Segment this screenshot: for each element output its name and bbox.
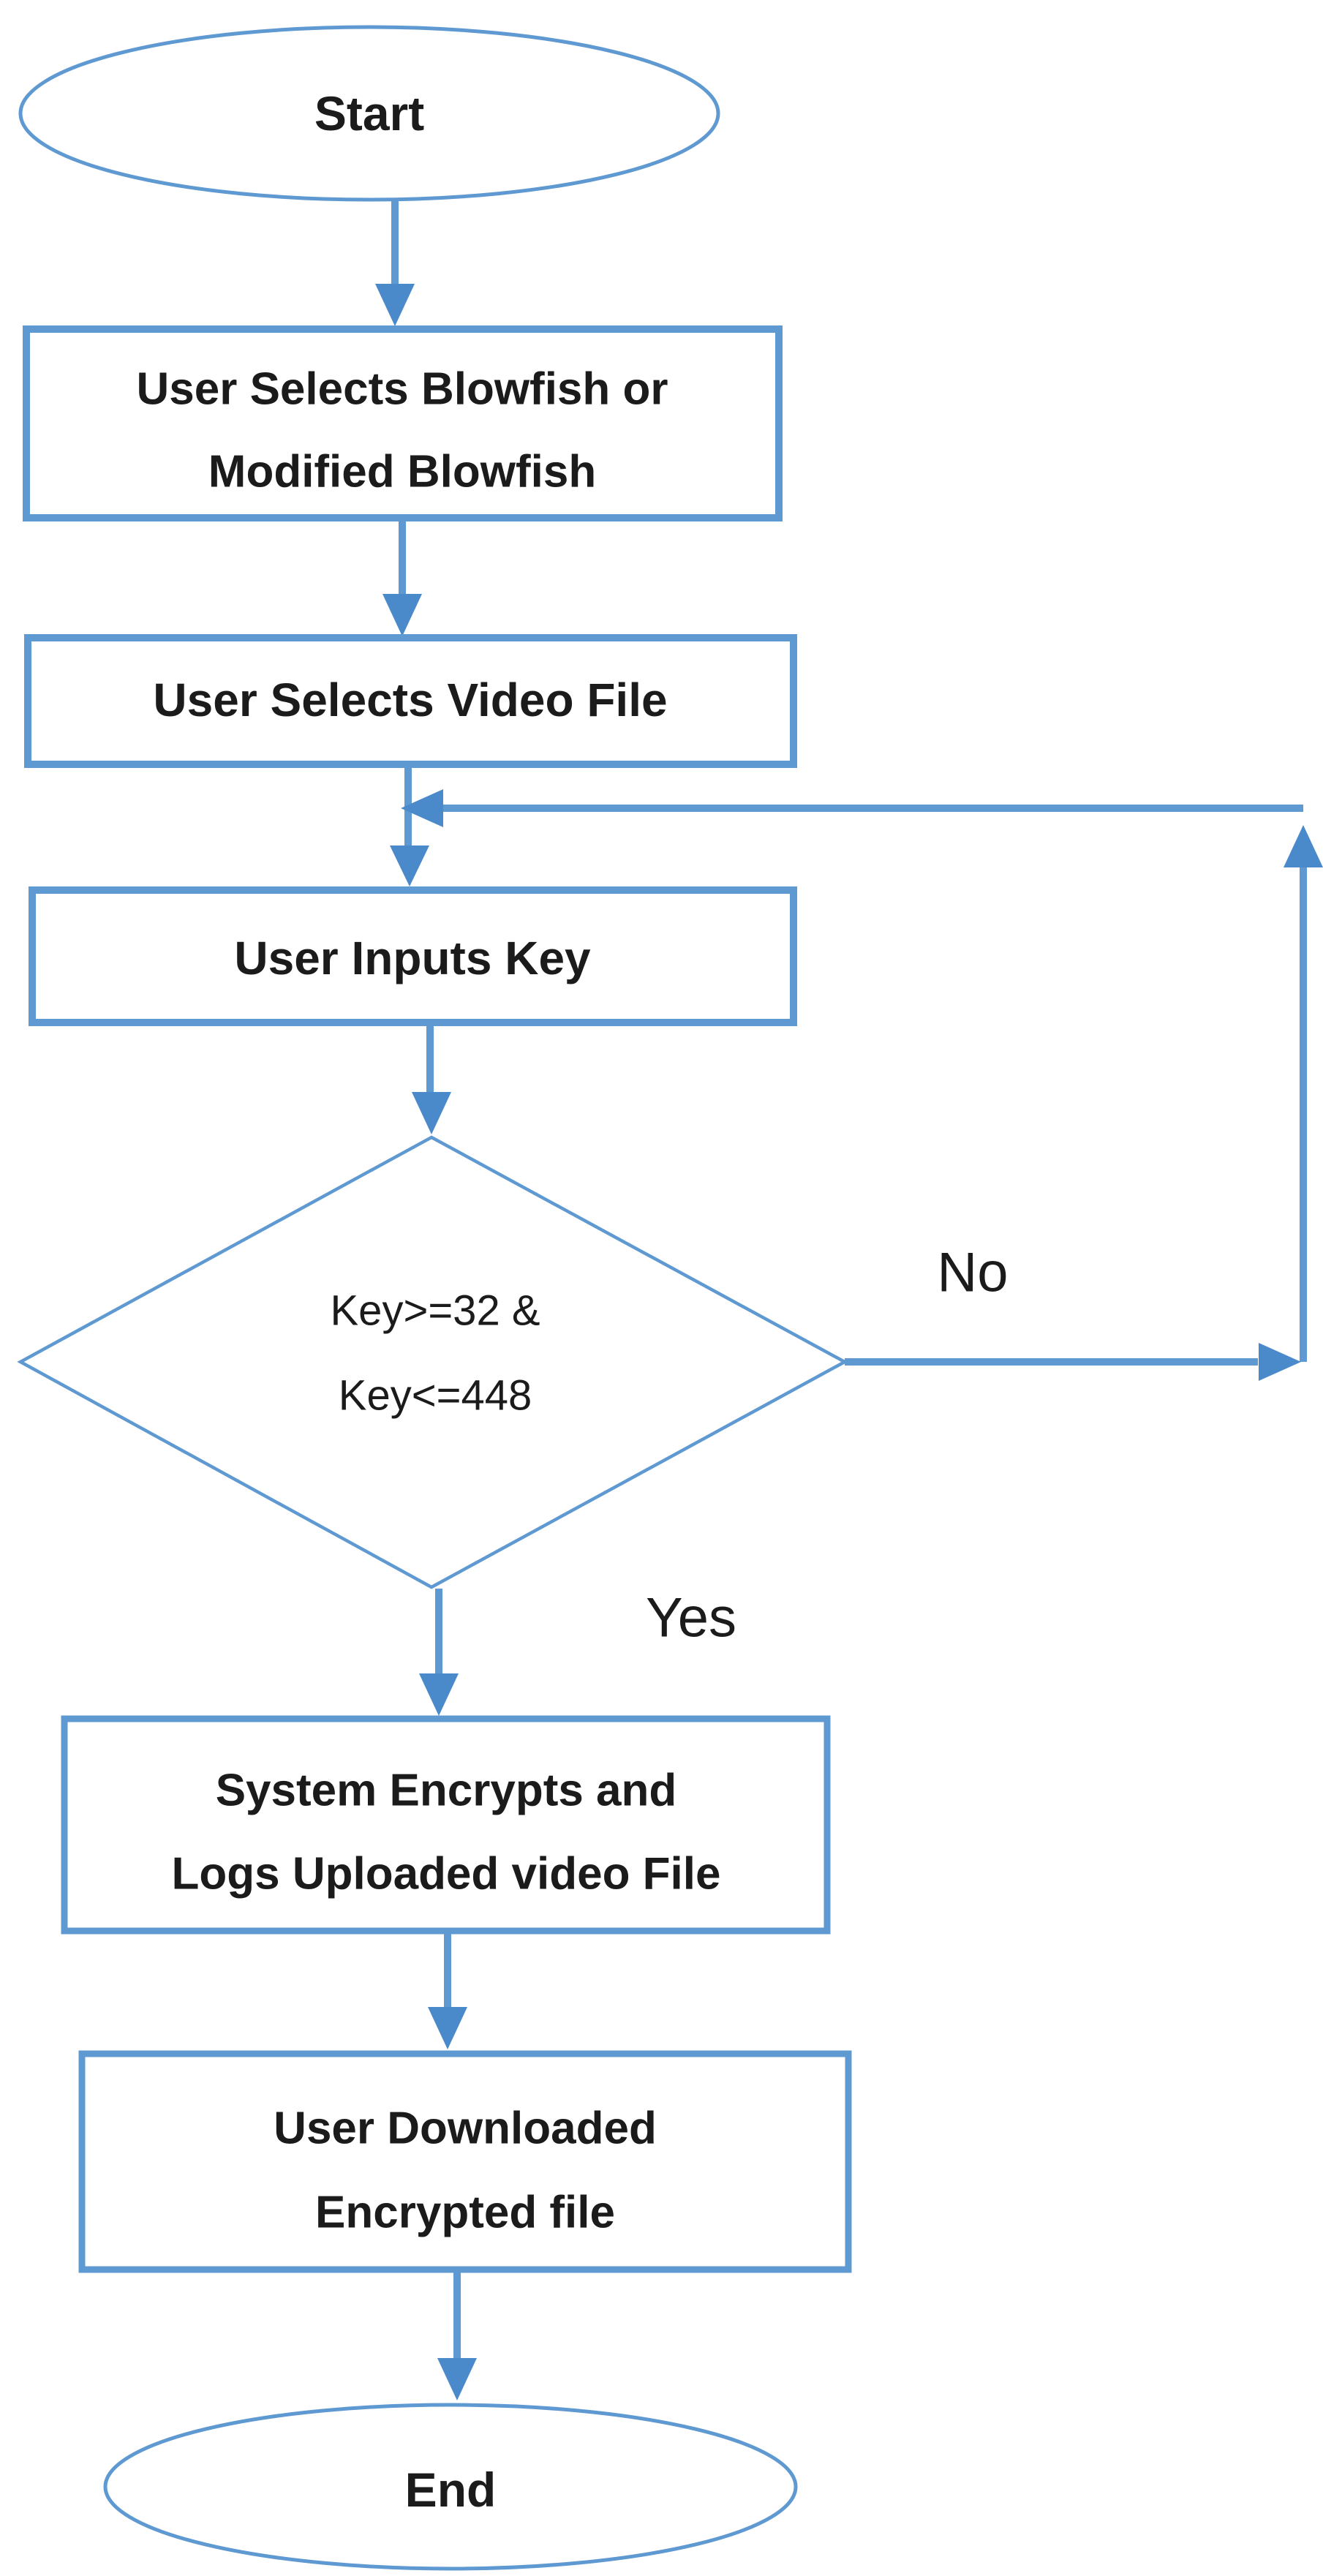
edge-label-yes: Yes bbox=[646, 1587, 736, 1649]
node-labels: Start User Selects Blowfish or Modified … bbox=[136, 86, 1008, 2517]
process-select-video bbox=[24, 634, 797, 768]
download-label-line2: Encrypted file bbox=[315, 2188, 615, 2238]
start-label: Start bbox=[314, 86, 424, 140]
arrowhead-down-icon bbox=[382, 594, 422, 636]
arrowhead-down-icon bbox=[428, 2007, 467, 2049]
arrowhead-down-icon bbox=[437, 2358, 477, 2400]
arrowhead-down-icon bbox=[375, 284, 415, 326]
arrowhead-left-icon bbox=[401, 789, 443, 827]
edge-label-no: No bbox=[937, 1242, 1008, 1304]
decision-label-line2: Key<=448 bbox=[339, 1372, 532, 1420]
arrowhead-up-icon bbox=[1284, 825, 1323, 867]
arrowheads bbox=[375, 284, 1323, 2400]
arrowhead-down-icon bbox=[419, 1673, 459, 1716]
arrowhead-down-icon bbox=[390, 846, 429, 886]
encrypt-log-label-line2: Logs Uploaded video File bbox=[172, 1849, 721, 1899]
download-label-line1: User Downloaded bbox=[274, 2104, 657, 2154]
select-algorithm-label-line2: Modified Blowfish bbox=[208, 447, 596, 497]
decision-label-line1: Key>=32 & bbox=[331, 1287, 540, 1335]
select-video-label: User Selects Video File bbox=[153, 674, 667, 726]
start-terminator bbox=[18, 25, 720, 202]
end-terminator bbox=[103, 2403, 798, 2571]
process-input-key bbox=[29, 886, 797, 1026]
node-shapes bbox=[17, 25, 852, 2571]
arrowhead-down-icon bbox=[412, 1092, 451, 1134]
process-download bbox=[78, 2050, 852, 2273]
input-key-label: User Inputs Key bbox=[234, 932, 591, 984]
decision-key-range bbox=[17, 1135, 848, 1589]
process-encrypt-log bbox=[61, 1715, 831, 1935]
connector-lines bbox=[391, 200, 1307, 2361]
encrypt-log-label-line1: System Encrypts and bbox=[216, 1766, 677, 1816]
process-select-algorithm bbox=[23, 325, 783, 521]
select-algorithm-label-line1: User Selects Blowfish or bbox=[136, 364, 668, 415]
end-label: End bbox=[405, 2463, 497, 2517]
arrowhead-right-icon bbox=[1259, 1343, 1301, 1381]
